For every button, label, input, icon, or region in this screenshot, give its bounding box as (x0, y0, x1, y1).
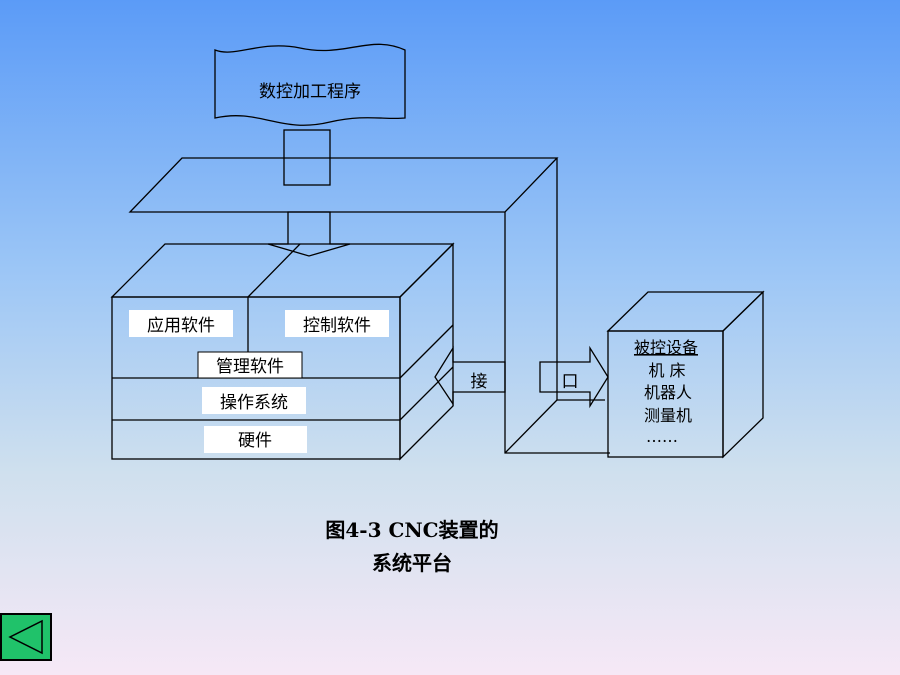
channel-back (556, 158, 605, 401)
device-item-robot: 机器人 (644, 383, 692, 402)
program-label: 数控加工程序 (259, 82, 361, 102)
caption-line-1: 图4-3 CNC装置的 (325, 518, 499, 542)
block-side-line-1 (399, 324, 454, 379)
mgmt-software-label: 管理软件 (216, 357, 284, 377)
control-software-label: 控制软件 (303, 316, 371, 336)
device-title: 被控设备 (634, 338, 698, 357)
device-item-machine-tool: 机 床 (648, 361, 685, 380)
device-side (722, 290, 764, 459)
channel-bottom-edge (504, 399, 558, 454)
caption-line-2: 系统平台 (372, 551, 452, 575)
interface-arrow-left (434, 345, 506, 407)
block-side-line-2 (399, 366, 454, 421)
top-plane (128, 157, 559, 213)
os-label: 操作系统 (220, 393, 288, 413)
block-side (399, 242, 454, 461)
device-top (606, 291, 765, 332)
program-document-shape (214, 43, 406, 126)
block-top (110, 243, 455, 298)
figure-caption: 图4-3 CNC装置的 系统平台 (252, 514, 572, 580)
device-item-more: …… (646, 427, 678, 446)
interface-arrow-right (539, 345, 609, 409)
down-arrow (267, 211, 351, 257)
back-button[interactable] (0, 613, 52, 661)
block-divider-top (247, 243, 301, 298)
interface-right-label: 口 (562, 372, 579, 392)
device-item-measuring-machine: 测量机 (644, 406, 692, 425)
app-software-label: 应用软件 (147, 316, 215, 336)
interface-left-label: 接 (471, 372, 488, 392)
hardware-label: 硬件 (238, 431, 272, 451)
triangle-left-icon (8, 619, 43, 655)
